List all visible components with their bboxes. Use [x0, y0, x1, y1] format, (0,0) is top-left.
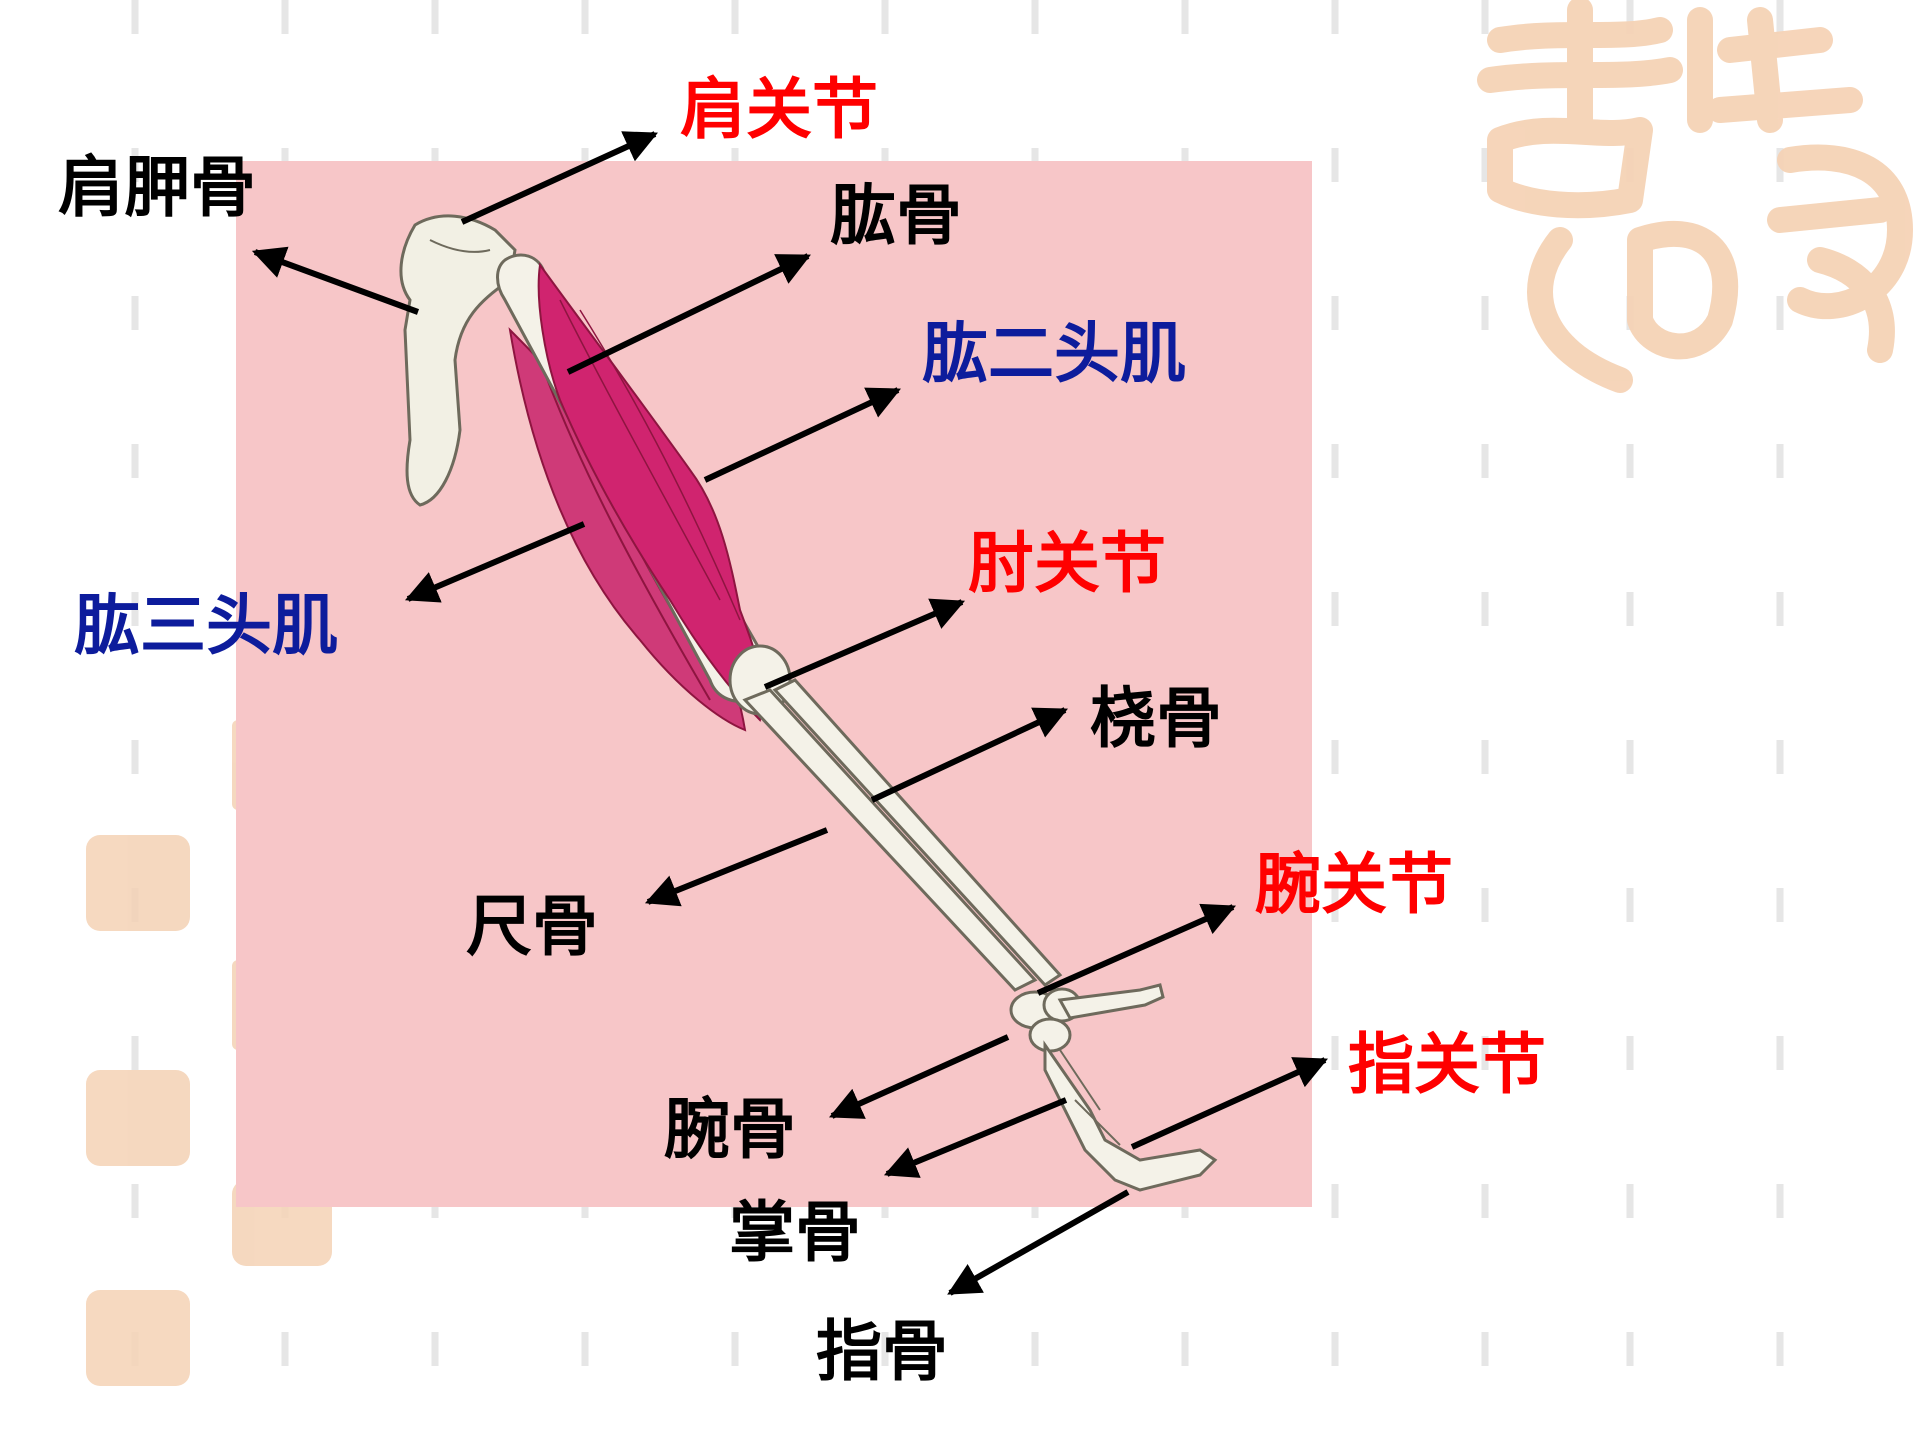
arrow-carpals — [828, 1034, 1010, 1119]
label-humerus: 肱骨 — [830, 176, 962, 254]
arrow-metacarpals — [883, 1097, 1068, 1178]
arrow-finger-joint — [1130, 1057, 1329, 1150]
arrow-radius — [870, 707, 1068, 803]
label-shoulder-joint: 肩关节 — [680, 70, 878, 148]
pointer-arrows — [251, 131, 1329, 1296]
label-carpals: 腕骨 — [664, 1090, 796, 1168]
label-finger-joint: 指关节 — [1348, 1025, 1546, 1103]
label-elbow-joint: 肘关节 — [968, 524, 1166, 602]
arm-illustration — [399, 214, 1218, 1192]
arrow-scapula — [251, 246, 420, 315]
arrow-elbow-joint — [763, 598, 966, 690]
label-wrist-joint: 腕关节 — [1255, 845, 1453, 923]
label-triceps: 肱三头肌 — [74, 586, 338, 664]
label-metacarpals: 掌骨 — [729, 1193, 861, 1271]
arrow-biceps — [703, 387, 901, 483]
label-biceps: 肱二头肌 — [922, 314, 1186, 392]
seal-decoration-large — [1477, 0, 1913, 393]
arrow-ulna — [644, 827, 829, 907]
arrow-humerus — [566, 253, 811, 375]
arrow-wrist-joint — [1036, 903, 1237, 996]
label-phalanges: 指骨 — [816, 1312, 948, 1390]
arrow-shoulder-joint — [460, 131, 659, 225]
label-radius: 桡骨 — [1090, 679, 1222, 757]
label-ulna: 尺骨 — [466, 887, 598, 965]
arrow-triceps — [404, 521, 586, 603]
arrow-phalanges — [947, 1189, 1130, 1296]
label-scapula: 肩胛骨 — [58, 148, 256, 226]
